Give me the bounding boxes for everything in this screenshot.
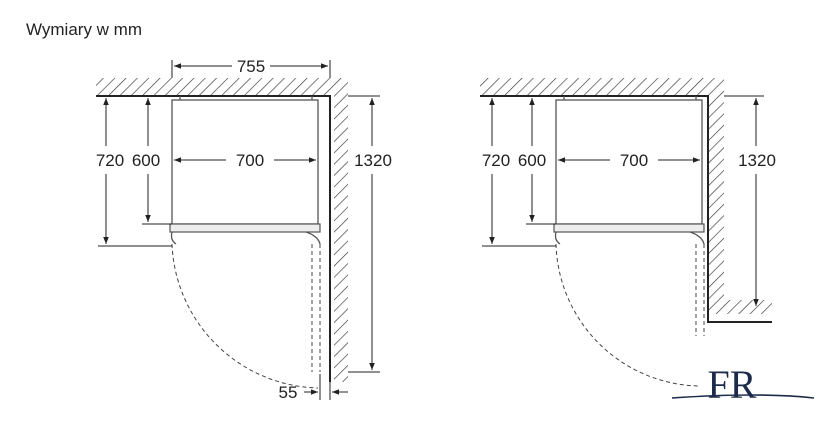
left-side-wall-hatch (334, 78, 348, 382)
left-installation-view: 755 720 600 700 1320 55 (96, 57, 392, 402)
left-width-body-label: 700 (236, 151, 264, 170)
left-wall-outline (96, 95, 331, 382)
right-height-body-label: 600 (518, 151, 546, 170)
right-door-clearance-label: 1320 (738, 151, 776, 170)
left-door (169, 223, 321, 233)
right-height-total-label: 720 (482, 151, 510, 170)
left-door-swing (171, 243, 319, 389)
right-wall-outline (480, 95, 772, 323)
left-depth-total-label: 755 (237, 57, 265, 76)
left-handle (170, 231, 177, 245)
right-width-body-label: 700 (620, 151, 648, 170)
right-installation-view: 720 600 700 1320 (480, 78, 776, 387)
left-hinge (305, 231, 321, 245)
right-bottom-wall-hatch (708, 300, 772, 314)
right-handle (554, 231, 561, 245)
brand-logo: FR (671, 362, 815, 407)
right-door (553, 223, 705, 233)
logo-lettering: FR (708, 362, 757, 407)
right-side-wall-hatch (708, 78, 724, 300)
logo-swoosh (671, 394, 815, 399)
left-top-wall-hatch (96, 78, 334, 96)
left-height-total-label: 720 (96, 151, 124, 170)
right-door-swing (555, 243, 701, 387)
right-top-wall-hatch (480, 78, 708, 96)
left-wall-gap-label: 55 (279, 383, 298, 402)
diagram-caption: Wymiary w mm (26, 20, 142, 39)
right-hinge (689, 231, 705, 245)
left-height-body-label: 600 (132, 151, 160, 170)
left-door-clearance-label: 1320 (354, 151, 392, 170)
